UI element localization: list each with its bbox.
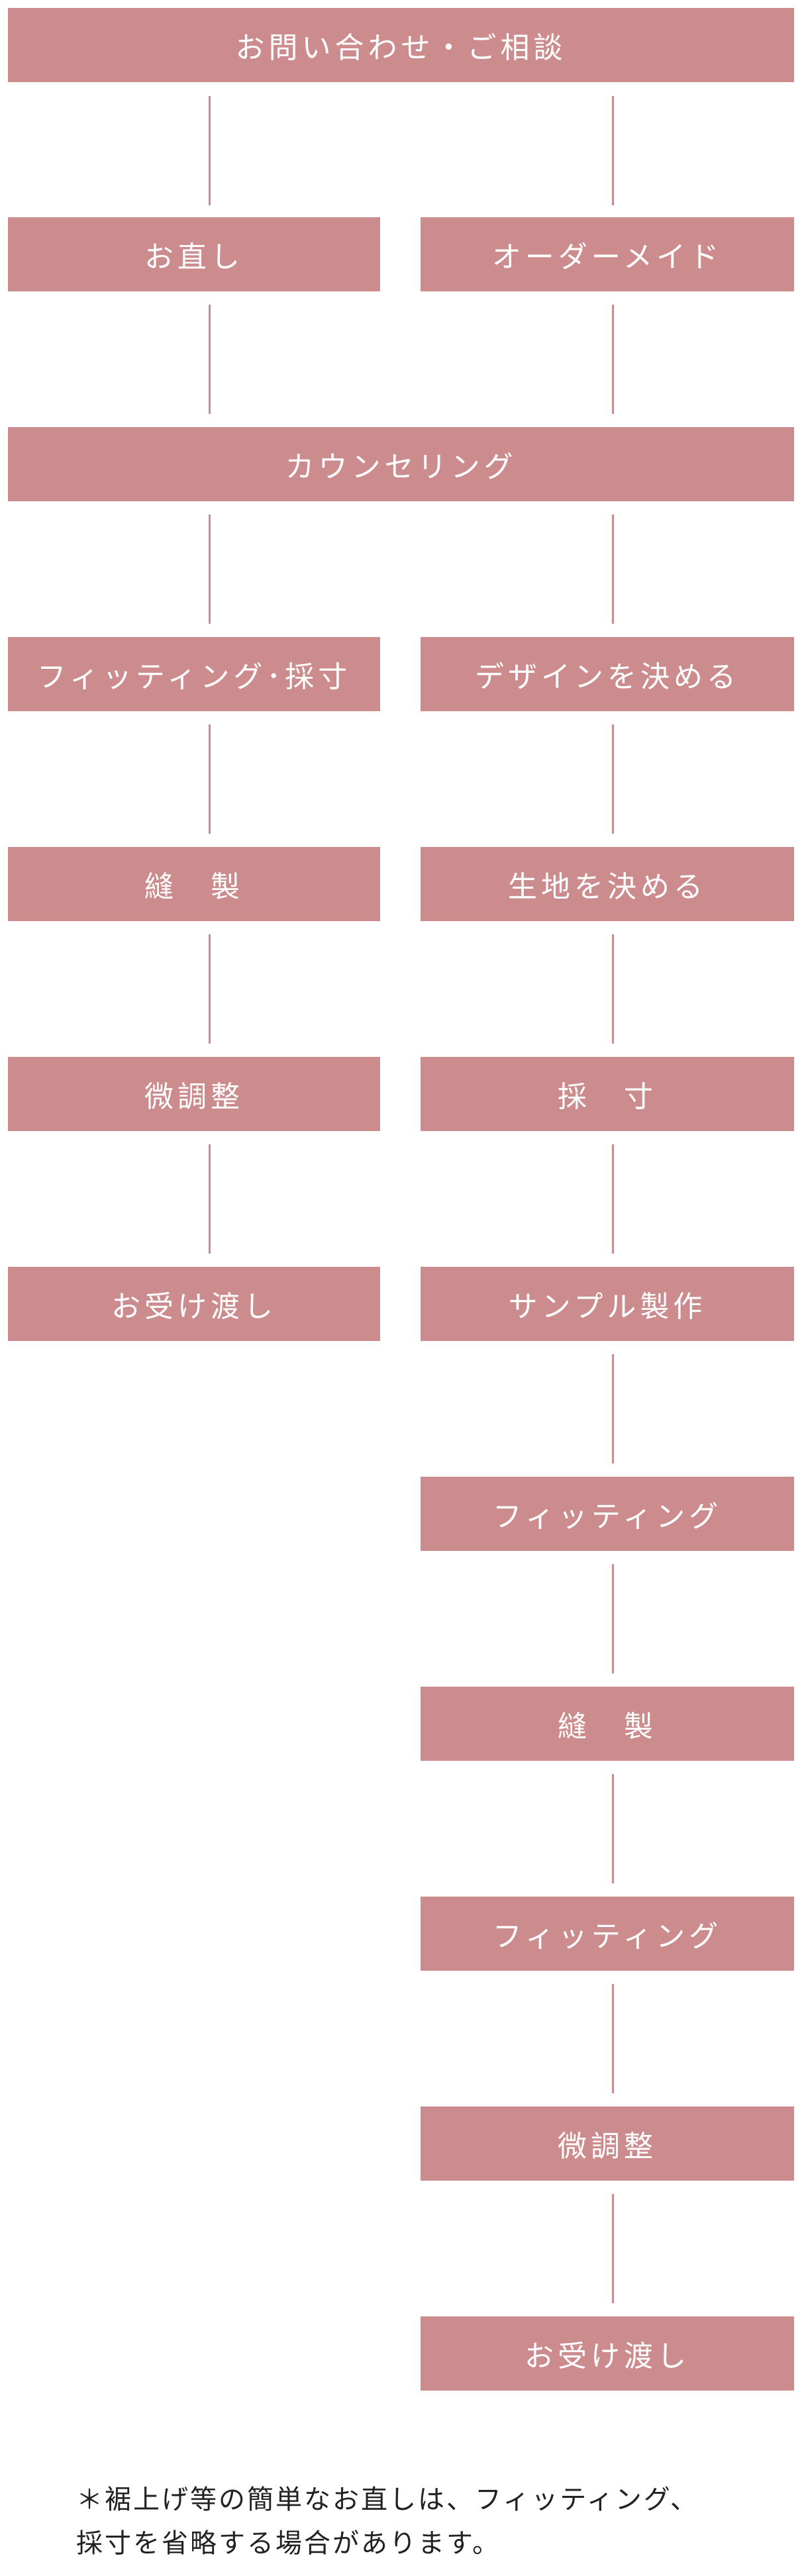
step-alteration-label: お直し [144, 240, 244, 274]
step-alteration-delivery: お受け渡し [8, 1267, 380, 1341]
step-alteration-sewing: 縫 製 [8, 847, 380, 921]
step-order-made-label: オーダーメイド [491, 240, 723, 274]
step-label: 微調整 [144, 1080, 244, 1114]
connector-line [612, 934, 614, 1044]
step-order-fitting-1: フィッティング [421, 1477, 794, 1551]
footnote: ＊裾上げ等の簡単なお直しは、フィッティング、 採寸を省略する場合があります。 [76, 2478, 738, 2565]
step-label: お受け渡し [111, 1290, 277, 1324]
connector-line [209, 724, 211, 834]
connector-line [612, 724, 614, 834]
step-order-fabric: 生地を決める [421, 847, 794, 921]
step-order-design: デザインを決める [421, 637, 794, 711]
connector-line [209, 305, 211, 414]
connector-line [209, 96, 211, 205]
connector-line [209, 515, 211, 624]
step-alteration-fitting: フィッティング･採寸 [8, 637, 380, 711]
connector-line [612, 305, 614, 414]
step-order-made: オーダーメイド [421, 217, 794, 291]
step-label: 微調整 [558, 2130, 657, 2163]
step-alteration: お直し [8, 217, 380, 291]
step-label: 生地を決める [508, 870, 707, 904]
step-label: 縫 製 [144, 870, 244, 904]
step-label: デザインを決める [475, 660, 740, 694]
connector-line [209, 934, 211, 1044]
step-order-sewing: 縫 製 [421, 1687, 794, 1761]
step-order-delivery: お受け渡し [421, 2316, 794, 2391]
step-counseling-label: カウンセリング [285, 450, 517, 484]
step-inquiry: お問い合わせ・ご相談 [8, 8, 794, 82]
step-label: フィッティング [492, 1500, 723, 1534]
connector-line [209, 1144, 211, 1254]
step-label: フィッティング [492, 1920, 723, 1954]
connector-line [612, 1564, 614, 1673]
footnote-line-2: 採寸を省略する場合があります。 [76, 2528, 501, 2559]
connector-line [612, 515, 614, 624]
step-order-fitting-2: フィッティング [421, 1897, 794, 1971]
connector-line [612, 1774, 614, 1883]
connector-line [612, 1984, 614, 2093]
step-order-measure: 採 寸 [421, 1057, 794, 1131]
step-inquiry-label: お問い合わせ・ご相談 [235, 31, 567, 65]
connector-line [612, 2194, 614, 2303]
step-counseling: カウンセリング [8, 427, 794, 501]
connector-line [612, 1144, 614, 1254]
step-label: フィッティング･採寸 [36, 660, 352, 694]
step-alteration-adjust: 微調整 [8, 1057, 380, 1131]
step-label: サンプル製作 [508, 1290, 707, 1324]
step-order-adjust: 微調整 [421, 2106, 794, 2181]
footnote-line-1: ＊裾上げ等の簡単なお直しは、フィッティング、 [76, 2485, 699, 2515]
step-label: 縫 製 [558, 1710, 657, 1744]
step-label: 採 寸 [558, 1080, 657, 1114]
step-order-sample: サンプル製作 [421, 1267, 794, 1341]
step-label: お受け渡し [525, 2340, 690, 2373]
connector-line [612, 96, 614, 205]
connector-line [612, 1354, 614, 1463]
